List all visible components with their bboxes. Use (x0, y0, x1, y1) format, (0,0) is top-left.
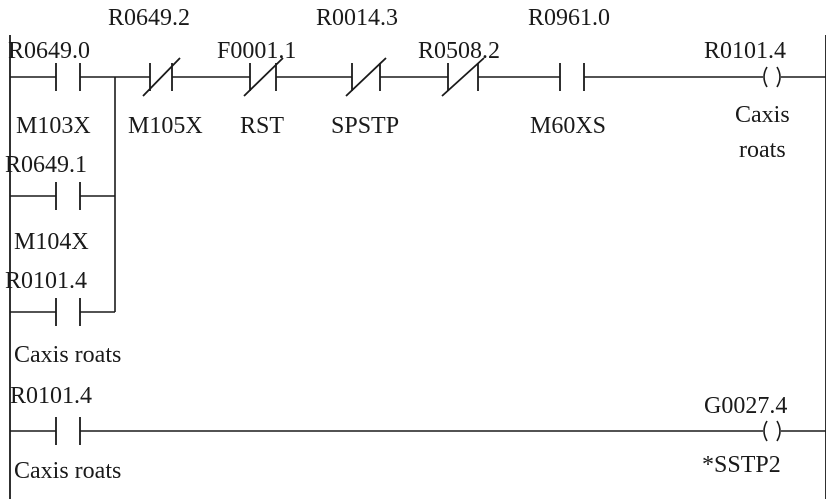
contact-symbol-label: SPSTP (331, 113, 399, 139)
branch-r0101-4: R0101.4 Caxis roats (5, 268, 121, 368)
rung-2: R0101.4 Caxis roats G0027.4 *SSTP2 (10, 383, 826, 484)
contact-address-label: R0014.3 (316, 5, 398, 31)
contact-r0649-2 (142, 57, 181, 97)
coil-address-label: G0027.4 (704, 393, 787, 419)
contact-address-label: R0649.0 (8, 38, 90, 64)
coil-r0101-4 (763, 66, 781, 88)
contact-symbol-label: RST (240, 113, 284, 139)
coil-address-label: R0101.4 (704, 38, 786, 64)
contact-r0649-0 (55, 63, 81, 91)
contact-address-label: R0101.4 (10, 383, 92, 409)
contact-symbol-label: M104X (14, 229, 89, 255)
contact-address-label: R0649.1 (5, 152, 87, 178)
coil-symbol-label: roats (739, 137, 786, 163)
contact-f0001-1 (243, 57, 284, 97)
contact-symbol-label: Caxis roats (14, 342, 121, 368)
contact-r0014-3 (345, 57, 387, 97)
contact-address-label: R0649.2 (108, 5, 190, 31)
contact-symbol-label: M103X (16, 113, 91, 139)
contact-address-label: R0961.0 (528, 5, 610, 31)
coil-symbol-label: *SSTP2 (702, 452, 781, 478)
rung-1: R0649.0 M103X R0649.2 M105X F0001.1 RST … (8, 5, 826, 312)
coil-g0027-4 (763, 420, 781, 442)
contact-symbol-label: M60XS (530, 113, 606, 139)
contact-address-label: R0101.4 (5, 268, 87, 294)
contact-address-label: F0001.1 (217, 38, 296, 64)
coil-symbol-label: Caxis (735, 102, 790, 128)
branch-r0649-1: R0649.1 M104X (5, 152, 115, 255)
contact-r0961-0 (559, 63, 585, 91)
contact-symbol-label: Caxis roats (14, 458, 121, 484)
contact-address-label: R0508.2 (418, 38, 500, 64)
contact-symbol-label: M105X (128, 113, 203, 139)
contact-r0508-2 (441, 57, 485, 97)
contact-r0101-4-rung2 (55, 417, 81, 445)
